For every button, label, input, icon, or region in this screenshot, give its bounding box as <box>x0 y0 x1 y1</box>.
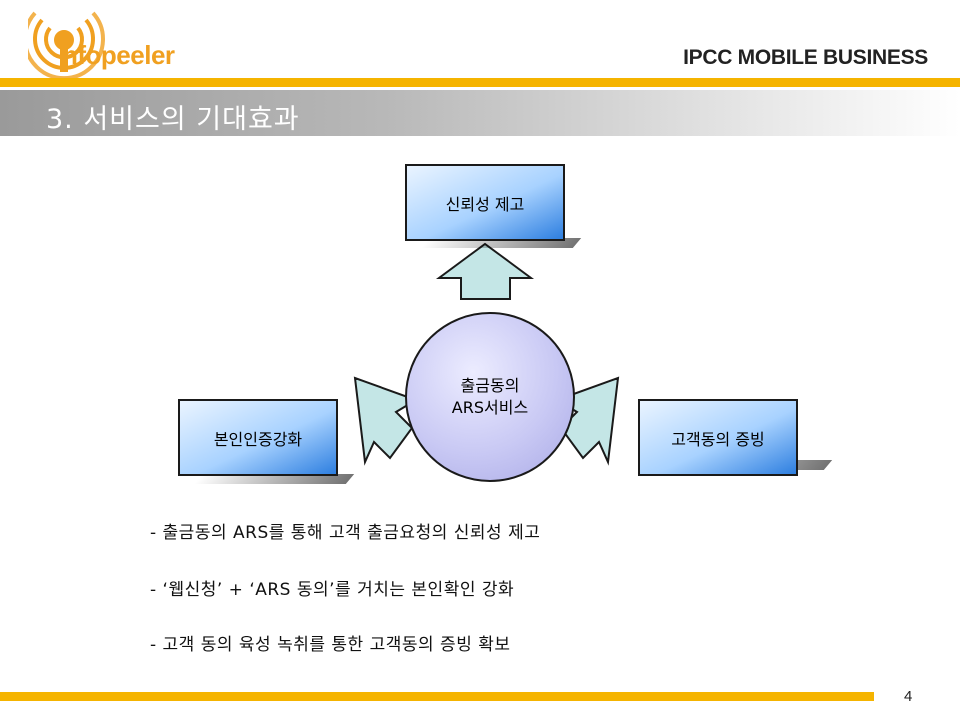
arrow-up <box>435 242 535 300</box>
bullet-3: - 고객 동의 육성 녹취를 통한 고객동의 증빙 확보 <box>150 635 511 655</box>
bullet-1: - 출금동의 ARS를 통해 고객 출금요청의 신뢰성 제고 <box>150 523 541 543</box>
company-name: IPCC MOBILE BUSINESS <box>683 46 928 69</box>
infopeeler-logo <box>28 11 105 78</box>
box-consent: 고객동의 증빙 <box>638 399 798 476</box>
slide-title: 3. 서비스의 기대효과 <box>46 104 300 135</box>
box-trust: 신뢰성 제고 <box>405 164 565 241</box>
title-bar <box>0 90 960 136</box>
bottom-rule <box>0 692 874 701</box>
top-rule <box>0 78 960 87</box>
box-identity: 본인인증강화 <box>178 399 338 476</box>
center-line-2: ARS서비스 <box>451 398 529 417</box>
center-circle: 출금동의 ARS서비스 <box>405 312 575 482</box>
center-line-1: 출금동의 <box>460 376 520 395</box>
page-number: 4 <box>904 688 913 705</box>
logo-text: nfopeeler <box>62 40 175 70</box>
bullet-2: - ‘웹신청’ + ‘ARS 동의’를 거치는 본인확인 강화 <box>150 580 515 600</box>
